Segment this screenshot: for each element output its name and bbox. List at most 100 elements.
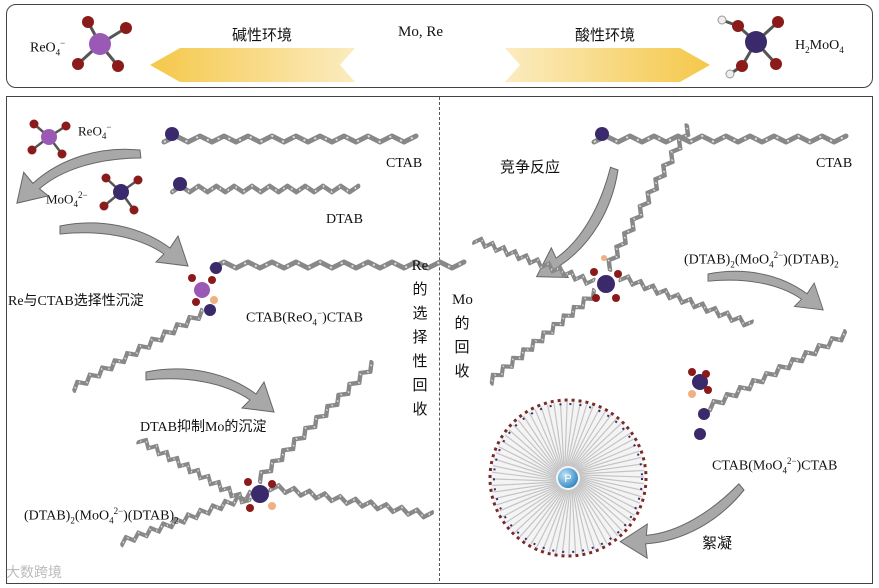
sphere-chain-line (578, 482, 628, 527)
sphere-chain-line (577, 483, 623, 532)
dtab-label: DTAB (326, 212, 363, 227)
sphere-chain-line (559, 402, 565, 467)
sphere-chain-line (519, 488, 564, 538)
sphere-chain-line (575, 486, 602, 547)
sphere-chain-line (496, 484, 559, 506)
sphere-chain-line (499, 485, 560, 512)
flocculation-sphere-icon: P (488, 398, 648, 558)
ctab-reo4-complex-icon (84, 250, 374, 390)
sphere-chain-line (530, 489, 566, 545)
sphere-chain-line (492, 465, 557, 480)
left-reo4-molecule-icon (27, 119, 71, 159)
sphere-chain-line (492, 481, 557, 487)
alkaline-label: 碱性环境 (232, 26, 293, 44)
sphere-chain-line (564, 401, 568, 467)
top-h2moo4-label: H2MoO4 (795, 38, 844, 55)
sphere-chain-line (569, 408, 600, 467)
metals-label: Mo, Re (398, 24, 443, 40)
sphere-chain-line (576, 485, 613, 541)
sphere-chain-line (534, 409, 561, 470)
sphere-chain-line (567, 404, 588, 467)
re-ctab-precip-label: Re与CTAB选择性沉淀 (8, 294, 144, 309)
sphere-chain-line (568, 406, 594, 467)
sphere-chain-line (566, 402, 581, 467)
sphere-chain-line (555, 489, 570, 554)
sphere-chain-line (492, 471, 557, 481)
sphere-chain-line (579, 475, 644, 485)
sphere-chain-line (513, 424, 559, 473)
ctab-reo4-label: CTAB(ReO4−)CTAB (246, 308, 364, 328)
sphere-chain-line (573, 423, 622, 469)
left-moo4-molecule-icon (99, 173, 143, 215)
sphere-chain-line (579, 478, 640, 504)
sphere-chain-line (517, 419, 559, 472)
sphere-chain-line (578, 463, 643, 474)
sphere-chain-line (496, 452, 557, 478)
sphere-chain-line (571, 414, 612, 468)
sphere-chain-line (501, 440, 557, 476)
sphere-chain-line (498, 446, 557, 477)
right-dtab-moo4-complex-icon (470, 180, 720, 360)
sphere-chain-line (573, 488, 590, 552)
left-moo4-label: MoO42− (46, 190, 88, 209)
ctab-molecule-icon (150, 127, 410, 158)
re-recovery-vertical-label: Re 的 选 择 性 回 收 (411, 258, 429, 418)
sphere-chain-line (553, 403, 564, 468)
acidic-arrow-icon (505, 48, 710, 82)
mo-recovery-vertical-label: Mo 的 回 收 (452, 292, 473, 380)
center-p-text: P (564, 473, 571, 485)
sphere-chain-line (570, 411, 606, 467)
reo4-molecule-icon (72, 16, 132, 72)
sphere-chain-line (579, 469, 644, 475)
sphere-chain-line (574, 487, 596, 550)
sphere-chain-line (508, 429, 558, 474)
sphere-chain-line (528, 412, 561, 470)
sphere-chain-line (579, 477, 642, 498)
left-reo4-label: ReO4− (78, 122, 112, 141)
acidic-label: 酸性环境 (575, 26, 636, 44)
sphere-chain-line (540, 406, 562, 469)
sphere-chain-line (575, 433, 631, 470)
ctab-moo4-label: CTAB(MoO42−)CTAB (712, 456, 838, 476)
flocculation-label: 絮凝 (702, 534, 733, 552)
sphere-chain-line (574, 427, 627, 469)
sphere-chain-line (568, 489, 572, 555)
sphere-chain-line (494, 458, 557, 479)
sphere-chain-line (572, 418, 617, 468)
sphere-chain-line (579, 474, 645, 478)
sphere-chain-line (505, 486, 561, 523)
sphere-chain-line (578, 456, 642, 473)
sphere-chain-line (579, 479, 638, 510)
sphere-chain-line (565, 402, 575, 467)
sphere-chain-line (575, 486, 608, 544)
left-dtab-moo4-complex-icon (110, 400, 420, 560)
sphere-chain-line (536, 489, 567, 548)
left-dtab-complex-label: (DTAB)2(MoO42−)(DTAB)2 (24, 506, 179, 526)
sphere-chain-line (548, 489, 569, 552)
sphere-chain-line (572, 488, 583, 553)
ctab-label: CTAB (386, 156, 423, 171)
watermark-logo: 大数跨境 (6, 565, 62, 581)
sphere-chain-line (504, 434, 558, 475)
sphere-chain-line (509, 487, 562, 529)
sphere-chain-line (576, 438, 634, 471)
right-ctab-label: CTAB (816, 156, 853, 171)
alkaline-arrow-icon (150, 48, 355, 82)
sphere-chain-line (523, 415, 560, 471)
arrow-flocculation-icon (619, 458, 747, 576)
arrow-to-moo4-icon (11, 146, 145, 204)
competition-label: 竞争反应 (500, 158, 561, 176)
sphere-chain-line (493, 482, 558, 493)
sphere-chain-line (576, 444, 637, 471)
dtab-inhibit-label: DTAB抑制Mo的沉淀 (140, 420, 267, 435)
sphere-chain-line (514, 487, 563, 533)
dtab-molecule-icon (158, 177, 358, 210)
sphere-chain-line (502, 485, 560, 518)
sphere-chain-line (577, 484, 619, 537)
sphere-chain-line (491, 478, 557, 482)
right-ctab-molecule-icon (580, 127, 860, 158)
h2moo4-molecule-icon (717, 15, 784, 79)
right-dtab-complex-label: (DTAB)2(MoO42−)(DTAB)2 (684, 250, 839, 270)
ctab-moo4-complex-icon (688, 320, 866, 440)
sphere-chain-line (494, 483, 558, 500)
